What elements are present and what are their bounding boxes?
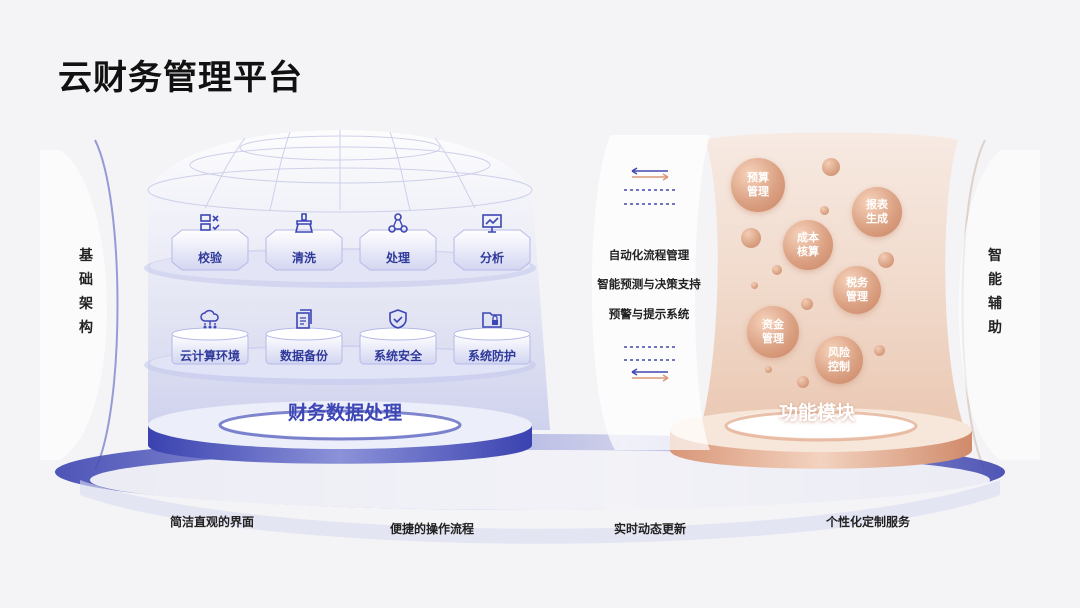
bubble-funds: 资金管理 (747, 306, 799, 358)
chip-process: 处理 (385, 251, 410, 265)
documents-icon (296, 309, 312, 329)
left-side-char: 架 (79, 296, 93, 312)
broom-icon (294, 213, 314, 233)
data-processing-title: 财务数据处理 (288, 402, 403, 424)
presentation-chart-icon (482, 214, 502, 233)
bubble-cost: 成本核算 (783, 220, 833, 270)
decor-dot (874, 345, 885, 356)
right-side-char: 能 (988, 272, 1002, 288)
bottom-item: 便捷的操作流程 (390, 522, 475, 536)
nodes-icon (388, 213, 408, 233)
shield-check-icon (389, 309, 407, 329)
decor-dot (751, 282, 758, 289)
left-side-char: 础 (79, 272, 93, 288)
chip-analyze: 分析 (479, 251, 504, 265)
right-side-char: 智 (988, 248, 1002, 264)
chip-data-backup: 数据备份 (279, 349, 328, 363)
right-side-label: 智 能 辅 助 (985, 244, 1005, 340)
chip-cleanse: 清洗 (291, 251, 316, 265)
decor-dot (820, 206, 829, 215)
bubble-budget: 预算管理 (731, 158, 785, 212)
decor-dot (772, 265, 782, 275)
chip-system-protection: 系统防护 (467, 349, 516, 363)
bottom-item: 简洁直观的界面 (170, 515, 255, 529)
right-side-char: 辅 (988, 296, 1002, 312)
bottom-item: 实时动态更新 (614, 522, 687, 536)
bubble-tax: 税务管理 (833, 266, 881, 314)
middle-item: 智能预测与决策支持 (597, 277, 701, 291)
decor-dot (822, 158, 840, 176)
middle-item: 自动化流程管理 (608, 248, 690, 262)
bubble-report: 报表生成 (852, 187, 902, 237)
chip-system-security: 系统安全 (373, 349, 422, 363)
page-title: 云财务管理平台 (58, 58, 303, 98)
decor-dot (801, 298, 813, 310)
left-side-label: 基 础 架 构 (76, 244, 96, 340)
decor-dot (765, 366, 772, 373)
folder-lock-icon (482, 312, 502, 328)
bottom-item: 个性化定制服务 (826, 515, 911, 529)
chip-validate: 校验 (197, 251, 222, 265)
left-side-char: 基 (79, 248, 93, 264)
left-side-char: 构 (79, 320, 93, 336)
function-module-title: 功能模块 (779, 402, 856, 424)
middle-item: 预警与提示系统 (608, 307, 690, 321)
chip-cloud-env: 云计算环境 (179, 349, 240, 363)
right-side-char: 助 (988, 320, 1002, 336)
checklist-icon (200, 214, 220, 231)
decor-dot (797, 376, 809, 388)
decor-dot (878, 252, 894, 268)
bubble-risk: 风险控制 (815, 336, 863, 384)
cloud-network-icon (200, 309, 219, 329)
decor-dot (741, 228, 761, 248)
